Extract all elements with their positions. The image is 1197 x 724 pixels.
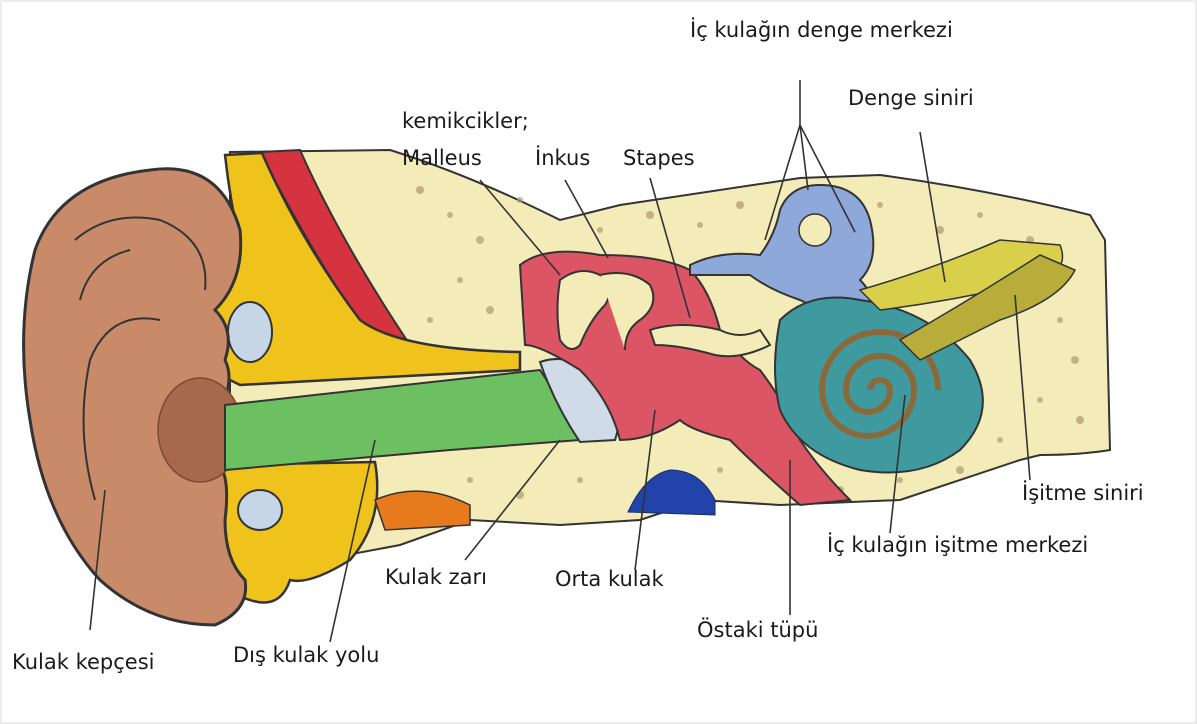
label-hearing-nerve: İşitme siniri [1022,481,1144,505]
label-inner-ear-balance-center: İç kulağın denge merkezi [690,18,953,42]
label-ear-drum: Kulak zarı [385,565,487,589]
label-pinna: Kulak kepçesi [12,650,154,674]
label-incus: İnkus [535,146,590,170]
label-middle-ear: Orta kulak [555,567,664,591]
label-external-ear-canal: Dış kulak yolu [233,643,379,667]
label-inner-ear-hearing-center: İç kulağın işitme merkezi [827,533,1088,557]
label-eustachian-tube: Östaki tüpü [697,618,818,642]
label-stapes: Stapes [623,146,695,170]
label-balance-nerve: Denge siniri [848,86,974,110]
label-malleus: Malleus [402,146,482,170]
label-ossicles: kemikcikler; [402,109,529,133]
